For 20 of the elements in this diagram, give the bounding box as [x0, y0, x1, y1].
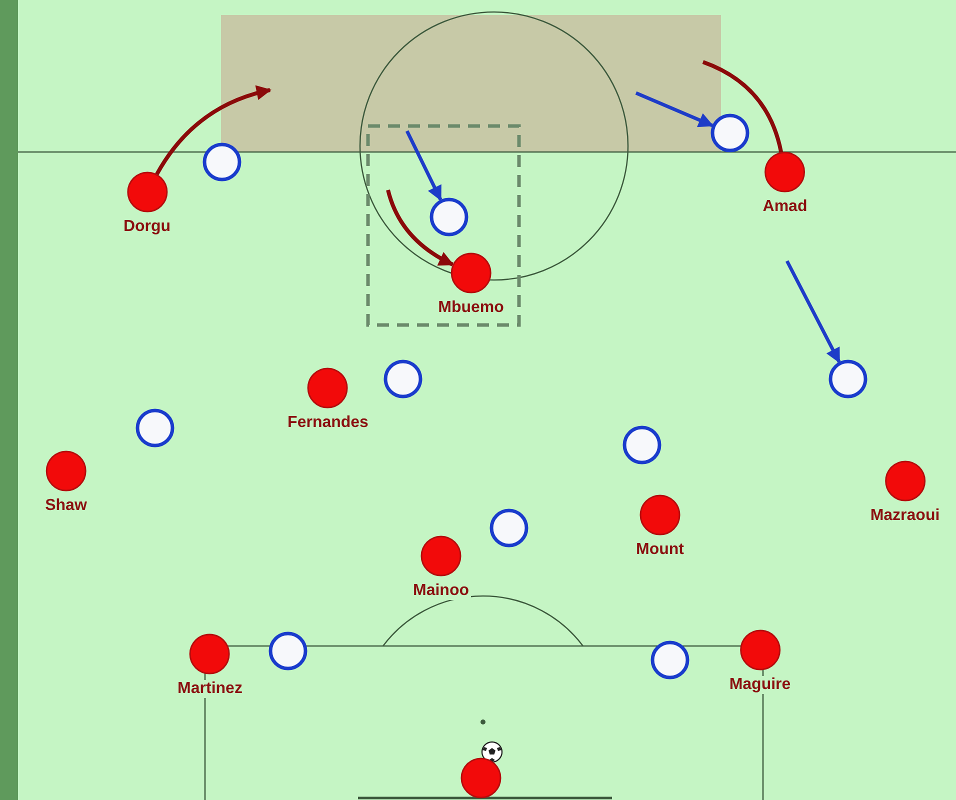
player-name: Mainoo — [411, 582, 471, 600]
arrow — [785, 260, 841, 364]
curved-line — [702, 60, 784, 153]
opponent-marker — [268, 631, 308, 671]
opponent-marker — [135, 408, 175, 448]
opponent-marker — [710, 113, 750, 153]
opponent-marker — [622, 425, 662, 465]
arrow — [405, 130, 442, 202]
opponent-marker — [650, 640, 690, 680]
opponent-marker — [429, 197, 469, 237]
opponent-marker — [202, 142, 242, 182]
curved-arrow — [386, 189, 454, 266]
arrow — [635, 91, 714, 128]
opponent-marker — [828, 359, 868, 399]
player-name: Maguire — [727, 676, 793, 694]
player-name: Martinez — [176, 680, 244, 698]
opponent-marker — [383, 359, 423, 399]
curved-arrow — [155, 86, 272, 176]
player-marker — [460, 757, 502, 799]
opponent-marker — [489, 508, 529, 548]
